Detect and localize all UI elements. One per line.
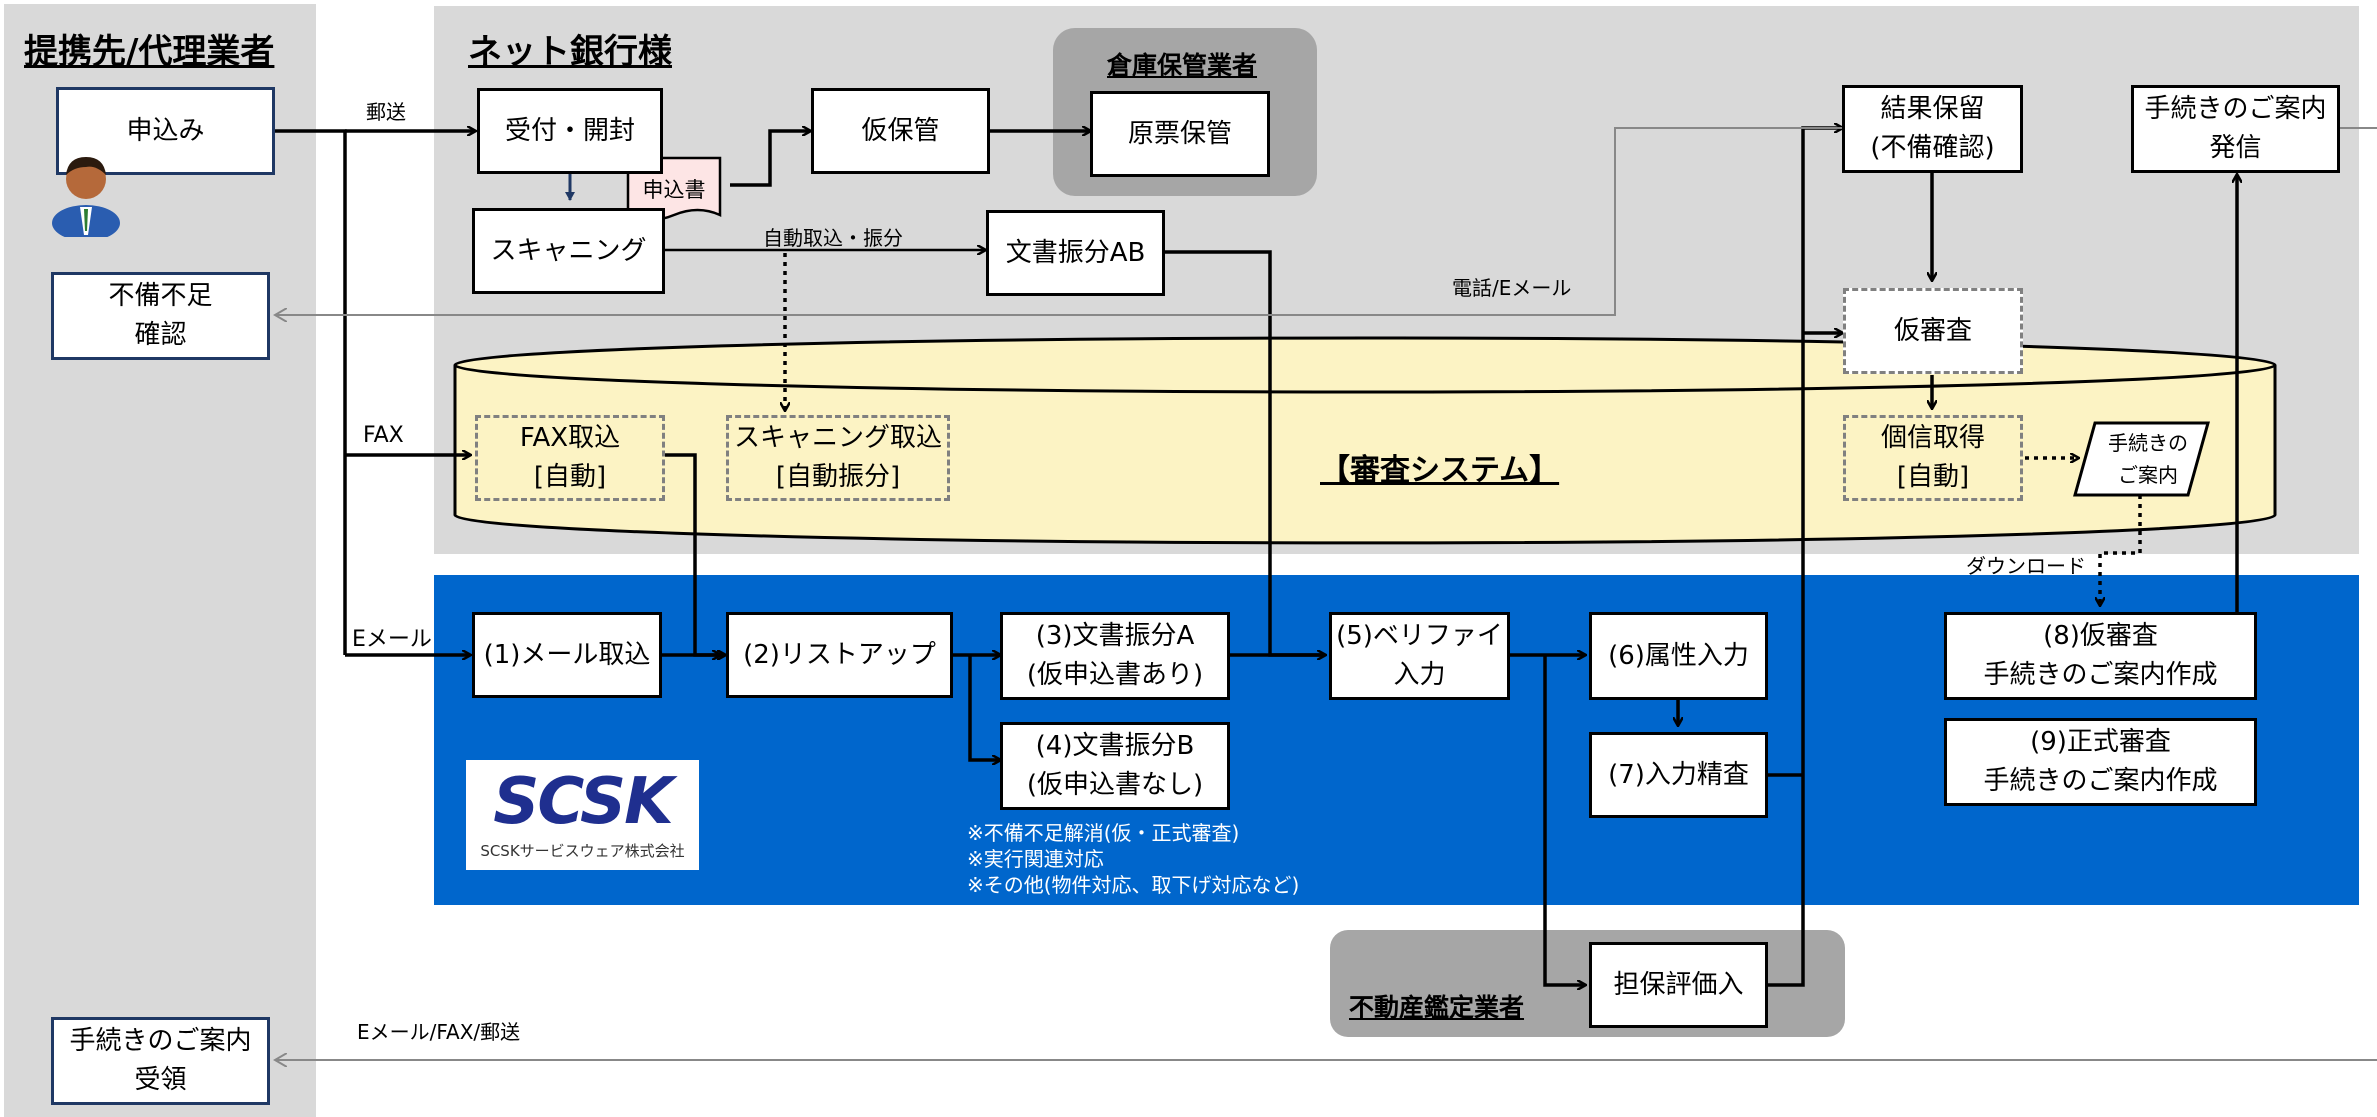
- collateral-box: 担保評価入: [1589, 942, 1768, 1028]
- deficiency-line-1: 不備不足: [108, 281, 213, 311]
- doc-sort-a-box: (3)文書振分A (仮申込書あり): [1000, 612, 1230, 700]
- receive-line-1: 手続きのご案内: [69, 1026, 252, 1056]
- scan-intake-box: スキャニング取込 [自動振分]: [726, 415, 950, 501]
- doc-sort-b-box: (4)文書振分B (仮申込書なし): [1000, 722, 1230, 810]
- notes-block: ※不備不足解消(仮・正式審査) ※実行関連対応 ※その他(物件対応、取下げ対応な…: [967, 820, 1299, 898]
- guide-receive-box: 手続きのご案内 受領: [51, 1017, 270, 1105]
- apply-box: 申込み: [56, 87, 275, 175]
- guide-send-line-2: 発信: [2209, 133, 2262, 163]
- doc-sort-b-line-1: (4)文書振分B: [1035, 731, 1195, 761]
- label-download: ダウンロード: [1966, 554, 2086, 578]
- listup-label: (2)リストアップ: [743, 639, 936, 670]
- guide-doc-line-1: 手続きの: [2108, 431, 2188, 455]
- doc-sort-ab-box: 文書振分AB: [986, 210, 1165, 296]
- label-phone-email: 電話/Eメール: [1452, 276, 1572, 300]
- person-icon: [52, 157, 120, 237]
- listup-box: (2)リストアップ: [726, 612, 953, 698]
- label-mail: 郵送: [366, 100, 406, 124]
- scanning-box: スキャニング: [472, 208, 665, 294]
- deficiency-line-2: 確認: [134, 320, 187, 350]
- appraiser-title: 不動産鑑定業者: [1349, 993, 1525, 1022]
- input-check-label: (7)入力精査: [1608, 759, 1749, 790]
- application-doc: 申込書: [625, 158, 723, 220]
- pre-guide-line-1: (8)仮審査: [2043, 621, 2158, 651]
- mail-intake-label: (1)メール取込: [483, 639, 651, 670]
- fax-intake-line-2: [自動]: [533, 462, 607, 492]
- doc-sort-a-line-2: (仮申込書あり): [1026, 660, 1204, 690]
- attribute-input-box: (6)属性入力: [1589, 612, 1768, 700]
- fax-intake-line-1: FAX取込: [519, 423, 621, 453]
- review-system-title: 【審査システム】: [1320, 453, 1560, 488]
- verify-line-2: 入力: [1393, 660, 1446, 690]
- credit-line-1: 個信取得: [1880, 423, 1985, 453]
- note-3: ※その他(物件対応、取下げ対応など): [967, 873, 1300, 897]
- temp-storage-box: 仮保管: [811, 88, 990, 174]
- collateral-label: 担保評価入: [1613, 969, 1744, 1000]
- apply-label: 申込み: [126, 115, 205, 146]
- label-email: Eメール: [352, 627, 432, 652]
- note-1: ※不備不足解消(仮・正式審査): [967, 821, 1240, 845]
- label-auto-sort: 自動取込・振分: [763, 226, 903, 250]
- logo-subtitle: SCSKサービスウェア株式会社: [480, 841, 685, 860]
- pre-guide-line-2: 手続きのご案内作成: [1983, 660, 2218, 690]
- pre-guide-box: (8)仮審査 手続きのご案内作成: [1944, 612, 2257, 700]
- label-fax: FAX: [363, 423, 404, 448]
- formal-guide-box: (9)正式審査 手続きのご案内作成: [1944, 718, 2257, 806]
- attribute-input-label: (6)属性入力: [1608, 640, 1749, 671]
- guide-send-box: 手続きのご案内 発信: [2131, 85, 2340, 173]
- receive-line-2: 受領: [134, 1065, 187, 1095]
- original-storage-label: 原票保管: [1127, 118, 1232, 149]
- doc-sort-a-line-1: (3)文書振分A: [1035, 621, 1195, 651]
- note-2: ※実行関連対応: [967, 847, 1104, 871]
- partner-panel: [4, 4, 316, 1117]
- credit-box: 個信取得 [自動]: [1843, 415, 2023, 501]
- scan-intake-line-2: [自動振分]: [775, 462, 901, 492]
- guide-doc-line-2: ご案内: [2118, 463, 2178, 487]
- formal-guide-line-1: (9)正式審査: [2030, 727, 2171, 757]
- guide-doc-shape: [2073, 421, 2210, 497]
- scanning-label: スキャニング: [490, 235, 647, 266]
- label-send-channels: Eメール/FAX/郵送: [357, 1020, 521, 1044]
- fax-intake-box: FAX取込 [自動]: [475, 415, 665, 501]
- partner-title: 提携先/代理業者: [24, 32, 275, 72]
- result-hold-box: 結果保留 (不備確認): [1842, 85, 2023, 173]
- deficiency-check-box: 不備不足 確認: [51, 272, 270, 360]
- logo-wordmark: SCSK: [493, 764, 673, 839]
- reception-box: 受付・開封: [477, 88, 663, 174]
- result-hold-line-1: 結果保留: [1880, 94, 1985, 124]
- temp-storage-label: 仮保管: [861, 115, 940, 146]
- scan-intake-line-1: スキャニング取込: [733, 423, 942, 453]
- input-check-box: (7)入力精査: [1589, 732, 1768, 818]
- credit-line-2: [自動]: [1896, 462, 1970, 492]
- prescreen-label: 仮審査: [1893, 315, 1972, 346]
- verify-line-1: (5)ベリファイ: [1336, 621, 1503, 651]
- result-hold-line-2: (不備確認): [1870, 133, 1995, 163]
- reception-label: 受付・開封: [504, 115, 635, 146]
- application-doc-label: 申込書: [642, 178, 706, 202]
- verify-box: (5)ベリファイ 入力: [1329, 612, 1510, 700]
- mail-intake-box: (1)メール取込: [472, 612, 662, 698]
- guide-send-line-1: 手続きのご案内: [2144, 94, 2327, 124]
- guide-doc: 手続きの ご案内: [2092, 425, 2204, 493]
- prescreen-box: 仮審査: [1843, 288, 2023, 374]
- scsk-logo: SCSK SCSKサービスウェア株式会社: [466, 760, 699, 870]
- formal-guide-line-2: 手続きのご案内作成: [1983, 766, 2218, 796]
- doc-sort-ab-label: 文書振分AB: [1005, 237, 1146, 268]
- doc-sort-b-line-2: (仮申込書なし): [1026, 770, 1204, 800]
- bank-title: ネット銀行様: [468, 32, 672, 72]
- warehouse-title: 倉庫保管業者: [1107, 51, 1258, 80]
- original-storage-box: 原票保管: [1090, 91, 1270, 177]
